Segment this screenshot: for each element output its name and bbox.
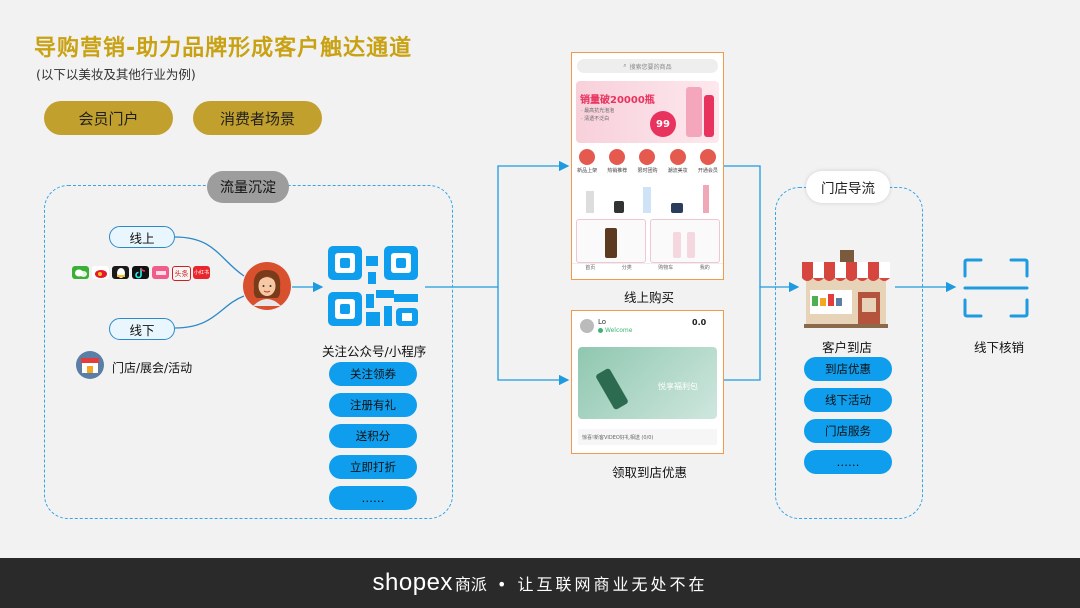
product-bottle-image-2 [704, 95, 714, 137]
action-store-discount[interactable]: 到店优惠 [804, 357, 892, 381]
action-register-gift[interactable]: 注册有礼 [329, 393, 417, 417]
product-strip [576, 181, 719, 213]
shop-bottom-nav: 首页 分类 购物车 我的 [572, 263, 723, 279]
traffic-section-title: 流量沉淀 [207, 171, 289, 203]
product-card[interactable] [576, 219, 646, 263]
offline-channels-label: 门店/展会/活动 [112, 361, 193, 375]
xiaohongshu-red-icon: 小红书 [193, 266, 210, 279]
nav-category[interactable]: 分类 [621, 265, 632, 271]
footer-slogan: • 让互联网商业无处不在 [496, 575, 708, 594]
coupon-phone-screen: Lo Welcome 0.0 悦享福利包 惊喜!新客VIDEO好礼相送 (0/0… [571, 310, 724, 454]
shop-search-placeholder: 搜索您要的商品 [629, 63, 672, 71]
douyin-icon [132, 266, 149, 279]
category-label: 开通会员 [697, 168, 718, 174]
action-store-more[interactable]: …… [804, 450, 892, 474]
category-new[interactable]: 新品上架 [573, 149, 601, 177]
page-title: 导购营销-助力品牌形成客户触达通道 [34, 36, 413, 61]
member-portal-tag: 会员门户 [44, 101, 173, 135]
category-label: 热销推荐 [607, 168, 628, 174]
redbook-label: 小红书 [193, 270, 209, 276]
store-caption: 客户到店 [822, 340, 873, 355]
coupon-caption: 领取到店优惠 [612, 465, 688, 480]
store-section-title: 门店导流 [806, 171, 890, 203]
footer-brand: shopex [372, 569, 453, 596]
product-bottle-image [686, 87, 702, 137]
action-more[interactable]: …… [329, 486, 417, 510]
category-member[interactable]: 开通会员 [694, 149, 722, 177]
qq-icon [112, 266, 129, 279]
coupon-banner[interactable]: 悦享福利包 [578, 347, 717, 419]
toutiao-label: 头条 [174, 269, 189, 278]
shop-category-row: 新品上架 热销推荐 限时团购 潮流美妆 开通会员 [572, 149, 723, 177]
banner-line-2: · 清透不泛白 [581, 116, 610, 122]
search-icon: ⌕ [623, 62, 627, 69]
banner-title: 销量破20000瓶 [580, 95, 655, 106]
store-mini-icon [76, 351, 104, 379]
coupon-footer-text[interactable]: 惊喜!新客VIDEO好礼相送 (0/0) [578, 429, 717, 445]
shop-search-bar[interactable]: ⌕ 搜索您要的商品 [577, 59, 718, 73]
online-buy-caption: 线上购买 [624, 290, 675, 305]
banner-line-1: · 最高抗光泡泡 [581, 108, 615, 114]
welcome-status: Welcome [598, 327, 632, 334]
qr-caption: 关注公众号/小程序 [322, 344, 427, 359]
toutiao-icon: 头条 [172, 266, 191, 281]
verify-caption: 线下核销 [974, 340, 1025, 355]
shop-banner[interactable]: 销量破20000瓶 · 最高抗光泡泡 · 清透不泛白 99 [576, 81, 719, 143]
category-hot[interactable]: 热销推荐 [603, 149, 631, 177]
nav-mine[interactable]: 我的 [699, 265, 710, 271]
store-icon [802, 250, 890, 328]
action-store-service[interactable]: 门店服务 [804, 419, 892, 443]
action-offline-event[interactable]: 线下活动 [804, 388, 892, 412]
category-label: 新品上架 [577, 168, 598, 174]
category-label: 潮流美妆 [667, 168, 688, 174]
footer-brand-cn: 商派 [454, 575, 487, 594]
qr-code-icon [328, 246, 418, 326]
scan-icon [963, 258, 1029, 318]
banner-price-badge: 99 [650, 111, 676, 137]
footer-bar: shopex 商派 • 让互联网商业无处不在 [0, 558, 1080, 608]
action-send-points[interactable]: 送积分 [329, 424, 417, 448]
online-pill: 线上 [109, 226, 175, 248]
action-follow-coupon[interactable]: 关注领券 [329, 362, 417, 386]
coupon-user-name: Lo [598, 318, 607, 326]
wechat-icon [72, 266, 89, 279]
page-subtitle: (以下以美妆及其他行业为例) [36, 67, 196, 82]
nav-home[interactable]: 首页 [585, 265, 596, 271]
points-value: 0.0 [692, 318, 707, 327]
product-card[interactable] [650, 219, 720, 263]
welcome-text: Welcome [605, 327, 633, 334]
action-discount[interactable]: 立即打折 [329, 455, 417, 479]
weibo-icon [92, 266, 109, 279]
category-group[interactable]: 限时团购 [633, 149, 661, 177]
customer-avatar [243, 262, 291, 310]
coupon-banner-text: 悦享福利包 [658, 382, 698, 391]
user-avatar [580, 319, 594, 333]
shop-phone-screen: ⌕ 搜索您要的商品 销量破20000瓶 · 最高抗光泡泡 · 清透不泛白 99 … [571, 52, 724, 280]
xiaohongshu-icon [152, 266, 169, 279]
offline-pill: 线下 [109, 318, 175, 340]
category-label: 限时团购 [637, 168, 658, 174]
consumer-scene-tag: 消费者场景 [193, 101, 322, 135]
category-beauty[interactable]: 潮流美妆 [664, 149, 692, 177]
nav-cart[interactable]: 购物车 [658, 265, 674, 271]
